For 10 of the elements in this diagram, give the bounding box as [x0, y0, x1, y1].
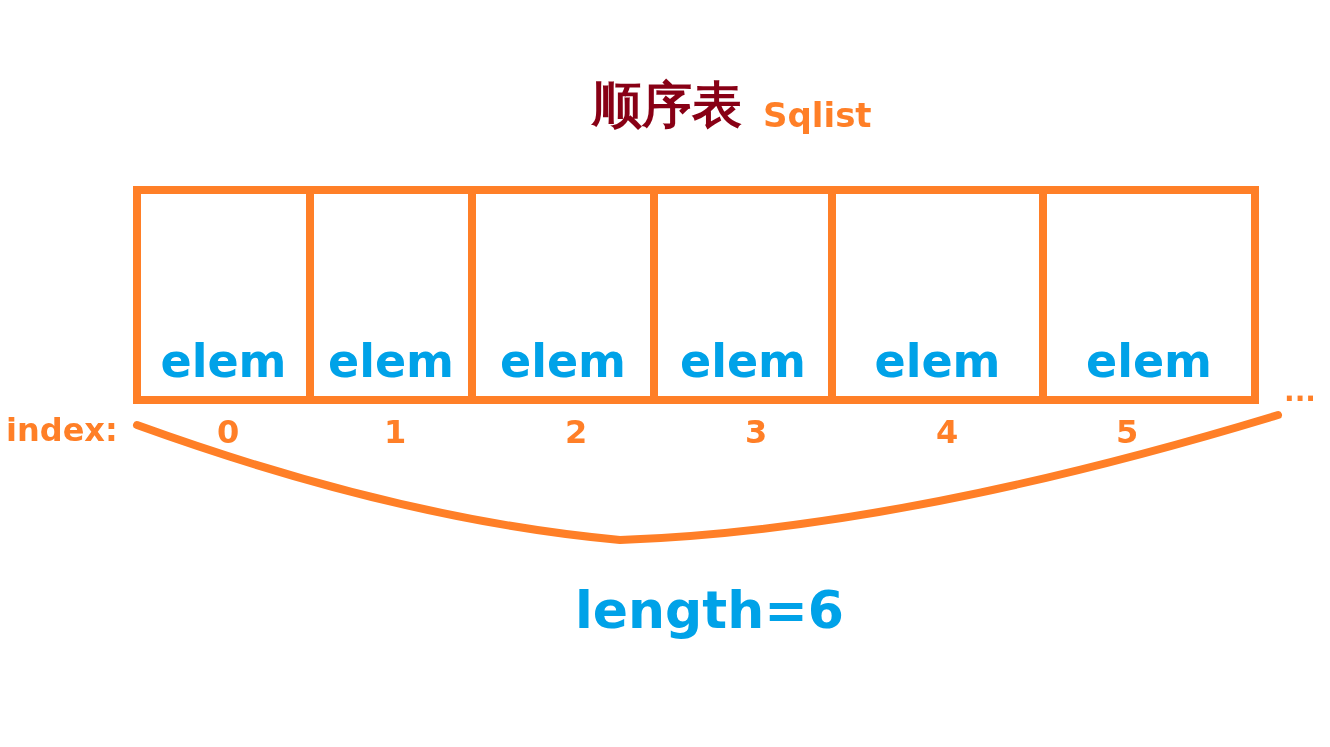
index-number: 5: [1116, 416, 1139, 448]
ellipsis: ...: [1284, 378, 1316, 406]
index-number: 1: [384, 416, 407, 448]
subtitle: Sqlist: [763, 98, 872, 132]
index-number: 0: [217, 416, 240, 448]
index-number: 4: [936, 416, 959, 448]
title: 顺序表: [592, 80, 742, 130]
index-number: 3: [745, 416, 768, 448]
axis-label: index:: [6, 414, 118, 446]
index-number: 2: [565, 416, 588, 448]
